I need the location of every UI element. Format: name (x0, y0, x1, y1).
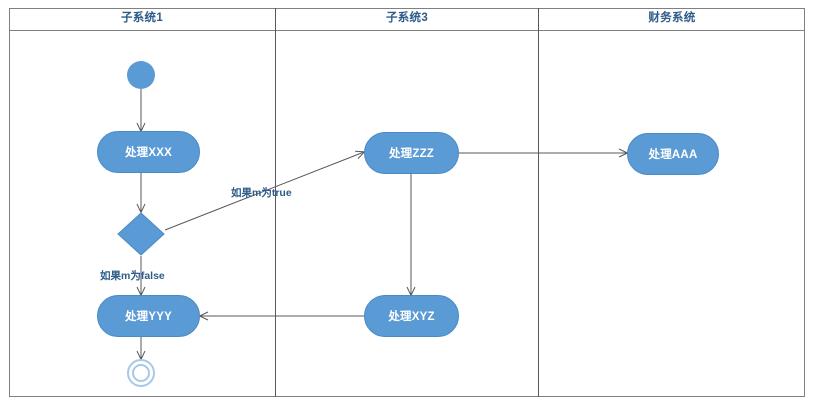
lane-divider-2 (538, 8, 539, 397)
action-node-zzz[interactable]: 处理ZZZ (364, 132, 459, 174)
lane-title-subsystem3: 子系统3 (385, 12, 429, 24)
action-node-xxx[interactable]: 处理XXX (97, 131, 200, 173)
decision-node[interactable] (117, 212, 165, 256)
diagram-frame (9, 8, 805, 397)
edge-label-m-true: 如果m为true (231, 187, 292, 199)
action-node-xyz[interactable]: 处理XYZ (364, 295, 459, 337)
lane-divider-1 (275, 8, 276, 397)
lane-title-finance-system: 财务系统 (648, 12, 696, 24)
initial-node[interactable] (127, 61, 155, 89)
final-node-inner-ring (132, 364, 150, 382)
lane-title-subsystem1: 子系统1 (120, 12, 164, 24)
edge-label-m-false: 如果m为false (100, 270, 165, 282)
action-node-aaa[interactable]: 处理AAA (627, 133, 719, 175)
lane-header-separator (9, 30, 805, 31)
final-node[interactable] (127, 359, 155, 387)
action-node-yyy[interactable]: 处理YYY (97, 295, 200, 337)
